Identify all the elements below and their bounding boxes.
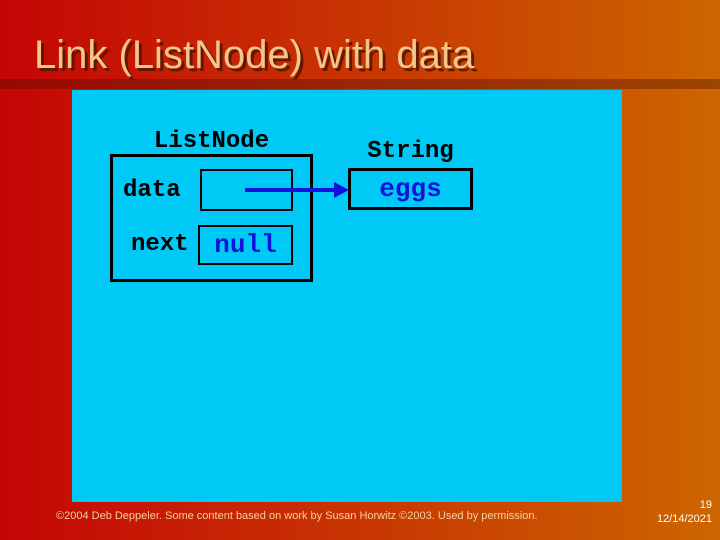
next-field-value-box: null — [198, 225, 293, 265]
data-field-value-box — [200, 169, 293, 211]
slide-title: Link (ListNode) with data — [34, 33, 475, 77]
data-field-label: data — [123, 177, 181, 204]
diagram-canvas: ListNode data next null String eggs — [72, 90, 622, 502]
next-field-value: null — [214, 230, 277, 260]
next-field-label: next — [131, 231, 189, 258]
listnode-object-box — [110, 154, 313, 282]
string-object-value: eggs — [379, 174, 442, 204]
page-number: 19 — [699, 499, 712, 511]
string-type-label: String — [367, 138, 454, 165]
string-object-box: eggs — [348, 168, 473, 210]
title-shadow-band — [0, 79, 720, 89]
page-meta: 19 12/14/2021 — [657, 498, 712, 526]
listnode-type-label: ListNode — [153, 128, 270, 155]
slide-date: 12/14/2021 — [656, 513, 712, 525]
footer-credit: ©2004 Deb Deppeler. Some content based o… — [56, 510, 538, 522]
